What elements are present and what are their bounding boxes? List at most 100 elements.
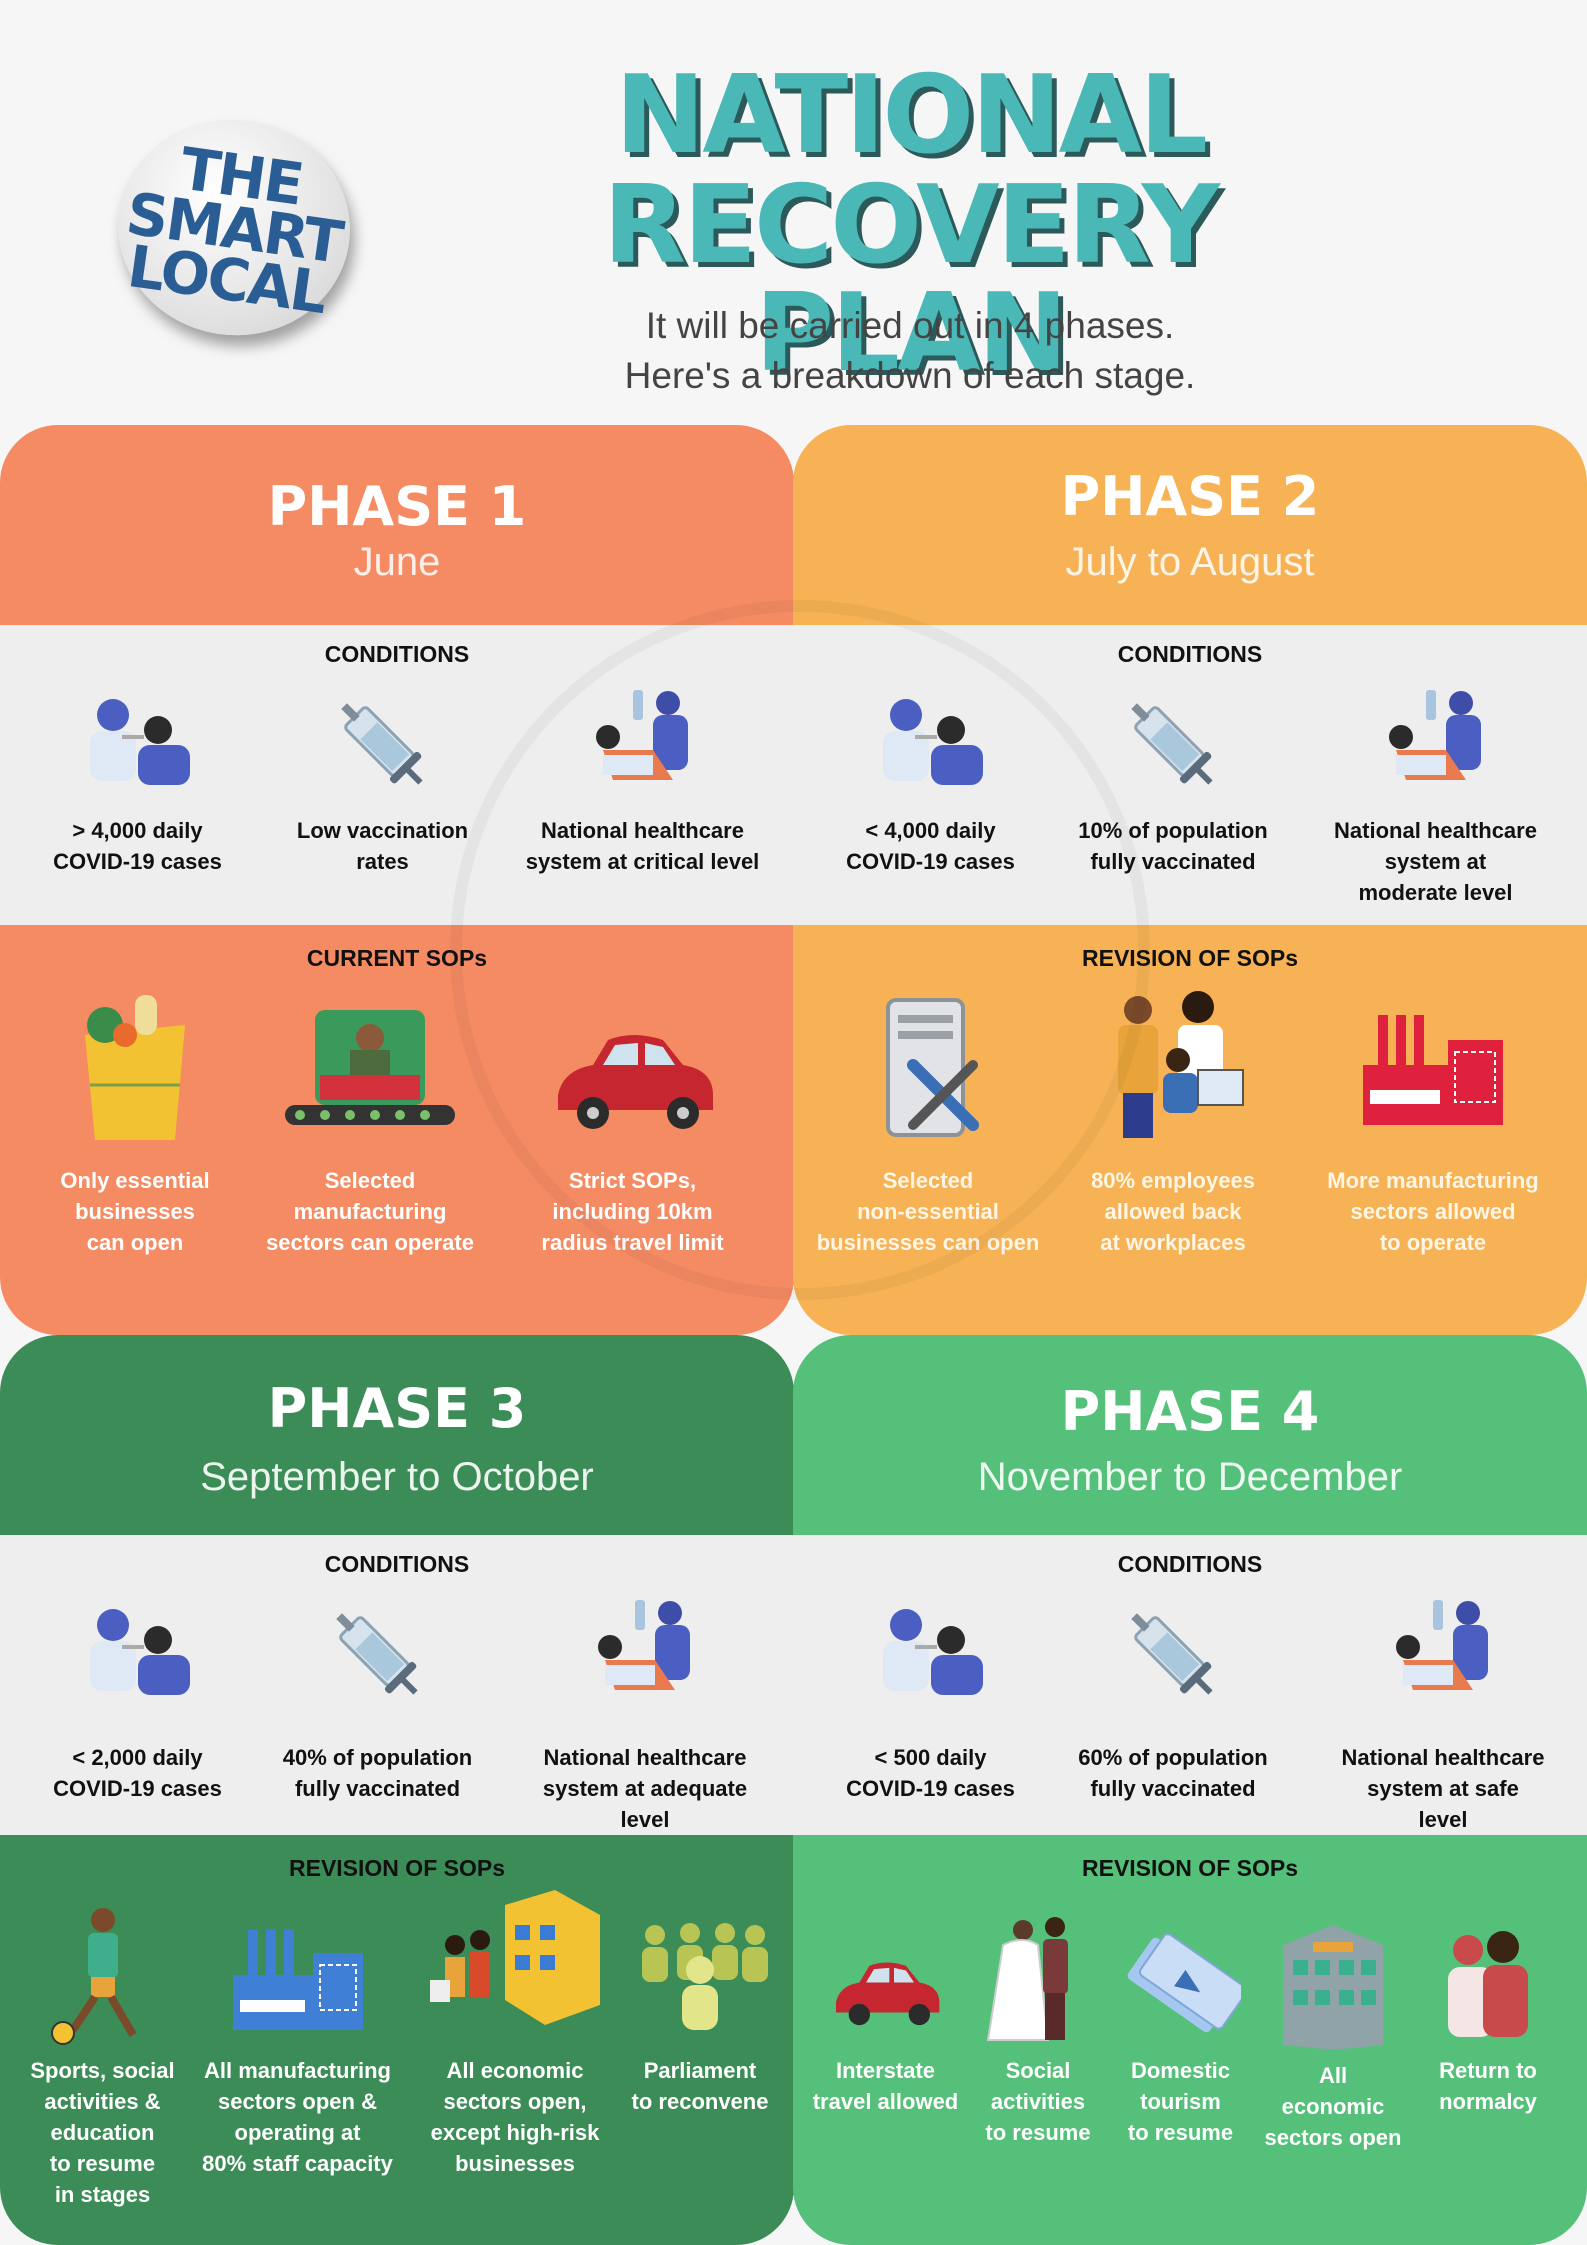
phase-2-sops-title: REVISION OF SOPs xyxy=(1082,945,1298,971)
condition-label-1: 10% of population xyxy=(1078,818,1268,843)
phase-3-period: September to October xyxy=(200,1455,594,1499)
subtitle-line-2: Here's a breakdown of each stage. xyxy=(624,355,1196,396)
phase-4-name: PHASE 4 xyxy=(1060,1380,1320,1443)
phase-4-conditions-title: CONDITIONS xyxy=(1117,1551,1263,1577)
phase-4-sop-4: All economic sectors open xyxy=(1253,1920,1413,2240)
sop-label-1: Social xyxy=(1005,2058,1071,2083)
sop-label-2: sectors open, xyxy=(443,2089,587,2114)
sop-label-3: to resume xyxy=(985,2120,1091,2145)
phase-4-conditions: CONDITIONS < 500 daily COVID-19 cases 60… xyxy=(793,1535,1587,1835)
phase-4-period: November to December xyxy=(977,1455,1403,1499)
sop-label-1: Selected xyxy=(324,1168,416,1193)
phase-2-condition-1: < 4,000 daily COVID-19 cases xyxy=(823,685,1038,925)
phase-4-header: PHASE 4 November to December xyxy=(793,1335,1587,1535)
office-workers-icon xyxy=(1118,991,1244,1138)
condition-label-3: moderate level xyxy=(1358,880,1513,905)
sop-label-1: All economic xyxy=(446,2058,584,2083)
syringe-icon xyxy=(1131,703,1213,785)
condition-label-2: system at adequate xyxy=(542,1776,748,1801)
sop-label-3: except high-risk xyxy=(430,2120,600,2145)
phase-4-condition-1: < 500 daily COVID-19 cases xyxy=(823,1595,1038,1835)
sop-label-1: Interstate xyxy=(835,2058,936,2083)
sop-label-2: sectors open & xyxy=(218,2089,377,2114)
phase-3-sop-1: Sports, social activities & education to… xyxy=(10,1905,195,2245)
condition-label-1: National healthcare xyxy=(1334,818,1537,843)
condition-label-2: system at critical level xyxy=(525,849,760,874)
sop-label-1: Sports, social xyxy=(30,2058,175,2083)
condition-label-1: > 4,000 daily xyxy=(72,818,203,843)
sop-label-1: Domestic xyxy=(1130,2058,1231,2083)
phase-1-sop-2: Selected manufacturing sectors can opera… xyxy=(255,985,485,1325)
factory-icon xyxy=(1363,1015,1503,1125)
hospital-patient-icon xyxy=(595,690,688,780)
condition-label-1: 40% of population xyxy=(282,1745,473,1770)
sop-label-2: non-essential xyxy=(857,1199,999,1224)
phase-1-sop-1: Only essential businesses can open xyxy=(30,985,240,1325)
phase-3-conditions: CONDITIONS < 2,000 daily COVID-19 cases … xyxy=(0,1535,794,1835)
sop-label-2: manufacturing xyxy=(293,1199,447,1224)
sop-label-2: normalcy xyxy=(1439,2089,1537,2114)
phase-2-sop-1: Selected non-essential businesses can op… xyxy=(813,985,1043,1325)
sop-label-2: sectors allowed xyxy=(1350,1199,1516,1224)
sop-label-2: activities & xyxy=(44,2089,161,2114)
condition-label-1: National healthcare xyxy=(1341,1745,1545,1770)
sop-label-3: businesses can open xyxy=(816,1230,1040,1255)
condition-label-1: National healthcare xyxy=(541,818,744,843)
phase-2-condition-2: 10% of population fully vaccinated xyxy=(1058,685,1288,925)
phase-1-header: PHASE 1 June xyxy=(0,425,794,625)
sop-label-3: can open xyxy=(86,1230,184,1255)
sop-label-4: businesses xyxy=(455,2151,575,2176)
phase-1-sops: CURRENT SOPs Only essential businesses c… xyxy=(0,925,794,1335)
sop-label-1: 80% employees xyxy=(1091,1168,1255,1193)
subtitle-line-1: It will be carried out in 4 phases. xyxy=(645,305,1175,346)
phase-3-condition-1: < 2,000 daily COVID-19 cases xyxy=(30,1595,245,1835)
condition-label-3: level xyxy=(1418,1807,1468,1832)
server-tools-icon xyxy=(886,998,979,1137)
sop-label-3: to operate xyxy=(1379,1230,1487,1255)
phase-2-sop-2: 80% employees allowed back at workplaces xyxy=(1058,985,1288,1325)
condition-label-2: COVID-19 cases xyxy=(53,849,222,874)
phase-3-sops: REVISION OF SOPs Sports, social activiti… xyxy=(0,1835,794,2245)
phase-4-sop-3: Domestic tourism to resume xyxy=(1108,1915,1253,2235)
condition-label-2: system at xyxy=(1384,849,1487,874)
phase-1-name: PHASE 1 xyxy=(267,475,527,538)
phase-2-name: PHASE 2 xyxy=(1060,465,1320,528)
shoppers-icon xyxy=(430,1890,600,2025)
condition-label-1: < 2,000 daily xyxy=(72,1745,203,1770)
condition-label-2: COVID-19 cases xyxy=(846,1776,1015,1801)
condition-label-3: level xyxy=(620,1807,670,1832)
phase-3-header: PHASE 3 September to October xyxy=(0,1335,794,1535)
phase-4-sops-title: REVISION OF SOPs xyxy=(1082,1855,1298,1881)
car-icon xyxy=(835,1962,939,2026)
sop-label-2: businesses xyxy=(75,1199,195,1224)
sop-label-1: Only essential xyxy=(60,1168,210,1193)
sop-label-1: More manufacturing xyxy=(1327,1168,1539,1193)
wedding-couple-icon xyxy=(986,1917,1068,2041)
condition-label-2: fully vaccinated xyxy=(1090,1776,1256,1801)
condition-label-2: rates xyxy=(356,849,409,874)
sop-label-1: Strict SOPs, xyxy=(568,1168,697,1193)
sop-label-3: at workplaces xyxy=(1100,1230,1246,1255)
sop-label-2: to reconvene xyxy=(631,2089,769,2114)
factory-icon xyxy=(232,1930,363,2030)
phase-3-sop-2: All manufacturing sectors open & operati… xyxy=(195,1905,400,2245)
phase-1-condition-3: National healthcare system at critical l… xyxy=(515,685,770,925)
football-player-icon xyxy=(50,1908,136,2045)
condition-label-2: COVID-19 cases xyxy=(53,1776,222,1801)
covid-test-icon xyxy=(882,1609,983,1695)
condition-label-1: 60% of population xyxy=(1078,1745,1268,1770)
phase-3-condition-3: National healthcare system at adequate l… xyxy=(515,1595,775,1835)
syringe-icon xyxy=(1131,1613,1213,1695)
sop-label-2: tourism xyxy=(1140,2089,1221,2114)
phase-1-period: June xyxy=(353,540,441,584)
crowd-icon xyxy=(642,1923,768,2030)
hospital-patient-icon xyxy=(1396,1600,1488,1690)
phase-2-conditions: CONDITIONS < 4,000 daily COVID-19 cases … xyxy=(793,625,1587,925)
hugging-people-icon xyxy=(1448,1931,1528,2037)
phase-4-card: PHASE 4 November to December CONDITIONS … xyxy=(793,1335,1587,2245)
car-icon xyxy=(557,1035,713,1129)
sop-label-1: All xyxy=(1318,2063,1348,2088)
sop-label-5: in stages xyxy=(54,2182,151,2207)
condition-label-2: fully vaccinated xyxy=(1090,849,1256,874)
sop-label-1: Selected xyxy=(882,1168,974,1193)
